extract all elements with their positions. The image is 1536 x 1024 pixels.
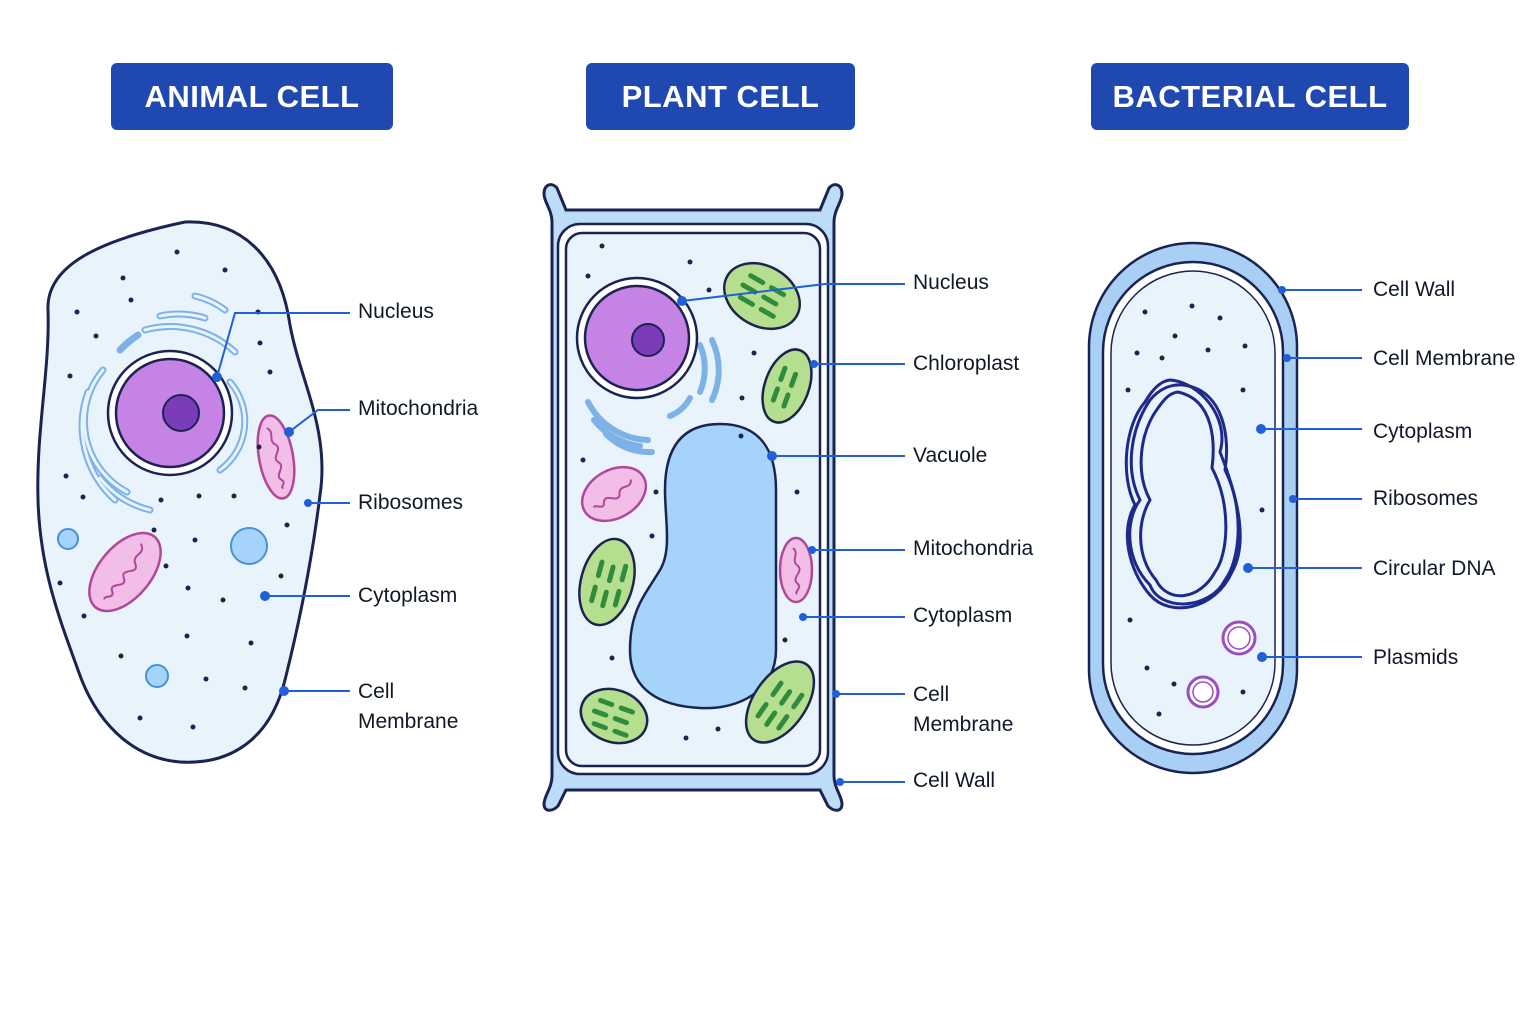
animal-vesicle	[57, 528, 79, 550]
bacterial-label-plasmids: Plasmids	[1373, 646, 1459, 669]
animal-label-cytoplasm: Cytoplasm	[358, 584, 458, 607]
bacterial-leaders	[1248, 289, 1362, 658]
animal-vesicle	[230, 527, 268, 565]
bacterial-plasmid	[1227, 626, 1251, 650]
animal-label-nucleus: Nucleus	[358, 300, 434, 323]
plant-cell	[542, 183, 905, 812]
plant-er	[585, 337, 722, 456]
animal-label-mitochondria: Mitochondria	[358, 397, 479, 420]
plant-nucleolus	[631, 323, 665, 357]
plant-label-cell-membrane: Cell Membrane	[913, 683, 1014, 736]
bacterial-label-circular-dna: Circular DNA	[1373, 557, 1496, 580]
plant-cell-title: PLANT CELL	[586, 63, 855, 130]
animal-label-cell-membrane: Cell Membrane	[358, 680, 459, 733]
animal-mitochondrion-right	[256, 414, 296, 500]
plant-label-chloroplast: Chloroplast	[913, 352, 1020, 375]
animal-er-inner	[80, 294, 247, 512]
bacterial-cell-title: BACTERIAL CELL	[1091, 63, 1409, 130]
bacterial-plasmid	[1192, 681, 1214, 703]
animal-label-ribosomes: Ribosomes	[358, 491, 464, 514]
animal-leaders	[216, 312, 350, 692]
bacterial-leader-dots	[1243, 286, 1297, 662]
bacterial-label-cell-membrane: Cell Membrane	[1373, 347, 1516, 370]
plant-label-nucleus: Nucleus	[913, 271, 989, 294]
plant-leaders	[681, 283, 905, 783]
animal-nucleolus	[162, 394, 200, 432]
plant-leader-dots	[677, 296, 844, 786]
bacterial-circular-dna	[1124, 378, 1242, 610]
animal-cell-membrane	[36, 220, 324, 764]
bacterial-label-ribosomes: Ribosomes	[1373, 487, 1479, 510]
plant-ribosomes	[580, 243, 800, 741]
bacterial-cell	[1087, 241, 1362, 775]
plant-vacuole	[628, 422, 778, 710]
plant-chloroplast	[578, 537, 636, 627]
plant-chloroplast	[744, 660, 816, 744]
plant-chloroplast	[579, 687, 649, 745]
plant-label-vacuole: Vacuole	[913, 444, 988, 467]
plant-chloroplast	[761, 348, 813, 424]
bacterial-label-cytoplasm: Cytoplasm	[1373, 420, 1473, 443]
animal-mitochondrion-left	[88, 531, 162, 613]
animal-cell	[36, 220, 350, 764]
plant-mitochondrion-right	[778, 536, 814, 604]
animal-vesicle	[145, 664, 169, 688]
bacterial-label-cell-wall: Cell Wall	[1373, 278, 1456, 301]
plant-label-cell-wall: Cell Wall	[913, 769, 996, 792]
animal-ribosomes	[57, 249, 290, 730]
plant-chloroplast	[723, 261, 801, 331]
animal-cell-title: ANIMAL CELL	[111, 63, 393, 130]
plant-label-cytoplasm: Cytoplasm	[913, 604, 1013, 627]
bacterial-ribosomes	[1125, 303, 1265, 717]
animal-leader-dots	[212, 372, 312, 696]
plant-mitochondrion-left	[580, 465, 648, 523]
plant-label-mitochondria: Mitochondria	[913, 537, 1034, 560]
